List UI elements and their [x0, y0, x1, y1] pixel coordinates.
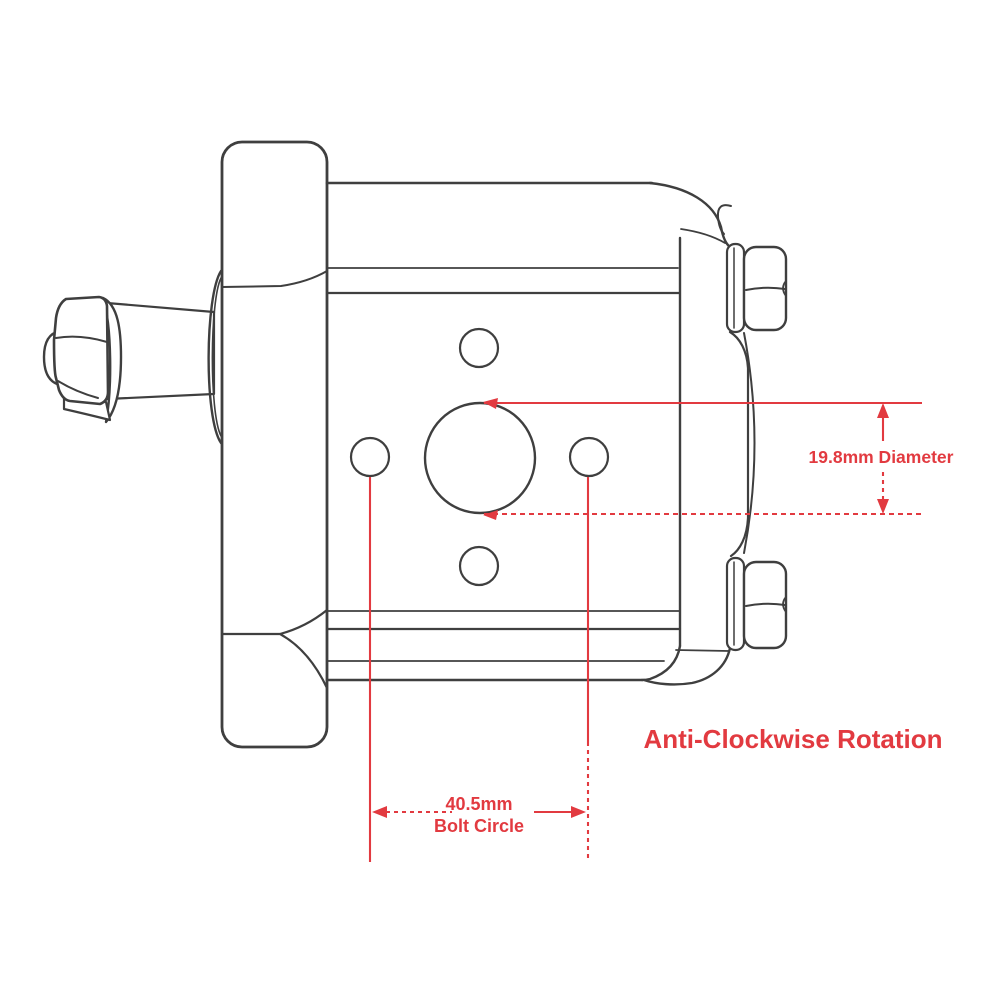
mounting-hole-bottom — [458, 545, 500, 587]
top-bolt-facet-arc — [782, 280, 787, 297]
body-bottom-right-corner — [640, 644, 682, 682]
mounting-hole-top — [458, 327, 500, 369]
shaft-body — [105, 301, 216, 401]
bolt-circle-dimension: 40.5mm Bolt Circle — [368, 477, 590, 862]
shaft-washer — [101, 296, 123, 424]
mounting-hole-left — [349, 436, 391, 478]
hex-nut — [52, 295, 110, 406]
flange-top-gusset — [221, 270, 328, 288]
flange-bottom-gusset — [220, 608, 329, 690]
rotation-label: Anti-Clockwise Rotation — [643, 724, 942, 754]
bolt-circle-arrowhead-left — [372, 806, 387, 818]
flange-plate — [220, 140, 329, 749]
cover-bottom-outline — [642, 646, 732, 686]
cover-top-inner-line — [680, 228, 726, 244]
port-face — [349, 327, 610, 587]
diameter-arrowhead-down — [877, 499, 889, 514]
cover-outer-bulge — [743, 332, 756, 554]
cover-casting-ear — [716, 204, 732, 235]
cover-bottom-shelf — [675, 649, 730, 652]
center-port-circle — [423, 401, 537, 515]
hex-nut-lower-facet-line — [57, 380, 99, 399]
bolt-circle-text-label: Bolt Circle — [434, 816, 524, 836]
top-bolt-washer — [725, 242, 746, 334]
bottom-bolt-washer — [725, 556, 746, 652]
mounting-hole-right — [568, 436, 610, 478]
boss-inner-arc — [211, 277, 222, 437]
mounting-flange — [220, 140, 329, 749]
top-bolt-facet-line — [745, 286, 786, 291]
bottom-bolt-facet-line — [745, 602, 786, 607]
pump-body — [325, 181, 682, 682]
diameter-label: 19.8mm Diameter — [809, 447, 954, 467]
shaft-boss — [207, 269, 223, 445]
rear-bolt-bottom — [725, 556, 788, 652]
boss-outer-arc — [207, 269, 223, 445]
bottom-bolt-facet-arc — [782, 596, 787, 613]
rear-bolt-top — [725, 242, 788, 334]
cover-top-outline — [648, 181, 732, 249]
diameter-tangent-tick-top — [483, 398, 498, 409]
drive-shaft-assembly — [42, 295, 216, 424]
diameter-tangent-tick-bottom — [483, 510, 498, 520]
diameter-dimension: 19.8mm Diameter — [483, 398, 954, 520]
diameter-arrowhead-up — [877, 403, 889, 418]
hex-nut-facet-line — [55, 335, 108, 343]
bolt-circle-arrowhead-right — [571, 806, 586, 818]
cover-back-face — [728, 330, 750, 558]
bolt-circle-value-label: 40.5mm — [445, 794, 512, 814]
rear-cover — [642, 181, 756, 686]
